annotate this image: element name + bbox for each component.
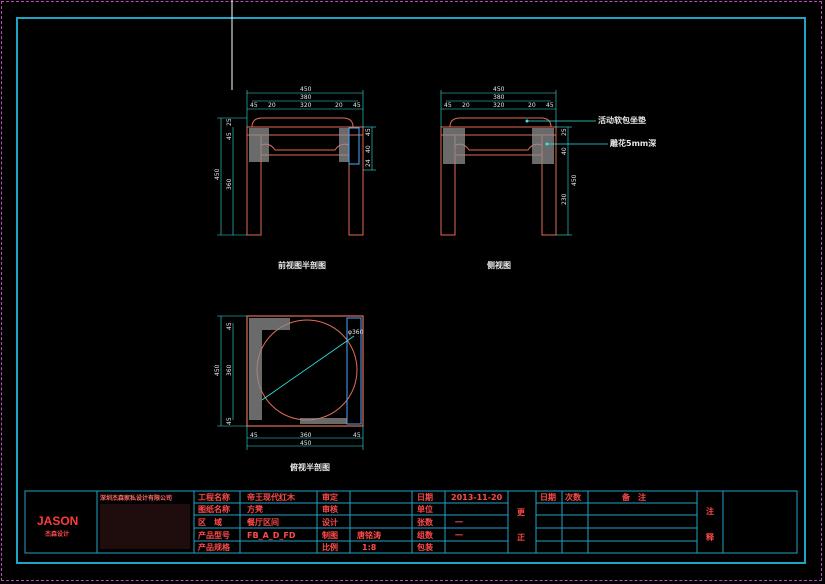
tb-pack-label: 包装 — [416, 542, 433, 552]
company-logo: JASON — [37, 514, 78, 528]
company-address-block — [100, 504, 190, 549]
tb-scale: 1:8 — [362, 543, 377, 552]
side-dim-top-6: 45 — [546, 102, 554, 109]
plan-dim-bottom-1: 360 — [300, 432, 312, 439]
front-dim-right-2: 24 — [365, 159, 372, 167]
plan-view-title: 俯视半剖图 — [290, 462, 330, 472]
tb-drawing-label: 制图 — [322, 530, 338, 540]
side-view: 450 380 45 20 320 20 45 25 450 230 40 活动… — [440, 86, 656, 270]
tb-note-2: 释 — [706, 532, 715, 542]
company-name: 深圳杰森家私设计有限公司 — [100, 494, 172, 502]
front-view-title: 前视图半剖图 — [278, 260, 326, 270]
tb-scale-label: 比例 — [322, 542, 338, 552]
front-dim-top-5: 20 — [335, 102, 343, 109]
side-dim-top-3: 20 — [462, 102, 470, 109]
plan-dim-bottom-0: 45 — [250, 432, 258, 439]
tb-area-label: 区 域 — [198, 517, 222, 527]
side-dim-right-0: 25 — [561, 128, 568, 136]
company-logo-sub: 杰森设计 — [45, 530, 69, 538]
plan-dim-left-0: 450 — [214, 364, 221, 376]
plan-dim-left-3: 45 — [226, 417, 233, 425]
tb-product-no: FB_A_D_FD — [247, 531, 296, 540]
tb-design-label: 设计 — [322, 517, 338, 527]
front-dim-left-1: 360 — [226, 178, 233, 190]
tb-drawing-name-label: 图纸名称 — [198, 504, 230, 514]
tb-revision-2: 正 — [517, 533, 525, 542]
front-dim-left-2: 450 — [214, 168, 221, 180]
tb-page-count-label: 张数 — [417, 517, 434, 527]
side-dim-top-1: 380 — [493, 94, 505, 101]
front-section-hatch — [249, 128, 269, 162]
front-dim-right-1: 40 — [365, 145, 372, 153]
side-callout-carving: 雕花5mm深 — [610, 138, 656, 148]
front-apron — [260, 143, 350, 151]
tb-project-name-label: 工程名称 — [198, 492, 230, 502]
front-dim-top-6: 45 — [353, 102, 361, 109]
front-dim-right-0: 45 — [365, 128, 372, 136]
front-dim-top-4: 320 — [300, 102, 312, 109]
front-view: 450 380 45 20 320 20 45 45 360 450 25 — [214, 86, 376, 270]
plan-dim-left-2: 45 — [226, 322, 233, 330]
plan-dim-left-1: 360 — [226, 364, 233, 376]
tb-area: 餐厅区间 — [246, 517, 279, 527]
front-dim-left-0: 45 — [226, 132, 233, 140]
drawing-frame — [16, 17, 806, 564]
plan-dim-bottom-3: 450 — [300, 440, 312, 447]
plan-diameter: φ360 — [348, 329, 364, 336]
front-dim-left-3: 25 — [226, 118, 233, 126]
side-dim-top-2: 45 — [444, 102, 452, 109]
front-dim-top-1: 380 — [300, 94, 312, 101]
tb-drawer: 唐铭涛 — [357, 530, 381, 540]
tb-group: 一 — [455, 531, 463, 540]
front-dim-top-0: 450 — [300, 86, 312, 93]
tb-page-count: 一 — [455, 518, 463, 527]
front-dim-top-2: 45 — [250, 102, 258, 109]
tb-unit-label: 单位 — [417, 504, 433, 514]
tb-approve-label: 审定 — [322, 492, 338, 502]
tb-note-1: 注 — [706, 506, 714, 516]
side-dim-top-5: 20 — [528, 102, 536, 109]
plan-view: φ360 450 360 45 45 45 360 45 450 俯视半剖图 — [214, 315, 364, 472]
front-seat-board — [246, 126, 364, 136]
tb-revision-1: 更 — [517, 507, 526, 517]
plan-dim-bottom-2: 45 — [353, 432, 361, 439]
tb-date: 2013-11-20 — [451, 493, 503, 502]
tb-product-spec-label: 产品规格 — [198, 542, 231, 552]
side-dim-right-1: 450 — [571, 174, 578, 186]
tb-remarks-label: 备 注 — [621, 492, 646, 502]
tb-check-label: 审核 — [322, 504, 338, 514]
title-block — [24, 490, 798, 554]
tb-rev-no-label: 次数 — [565, 492, 582, 502]
side-dim-top-0: 450 — [493, 86, 505, 93]
front-right-leg — [348, 134, 364, 236]
side-dim-right-2: 230 — [561, 193, 568, 205]
tb-project-name: 帝王现代红木 — [247, 492, 296, 502]
front-cushion — [251, 117, 354, 128]
tb-date-label: 日期 — [417, 492, 433, 502]
front-dim-top-3: 20 — [268, 102, 276, 109]
tb-rev-date-label: 日期 — [540, 492, 556, 502]
tb-product-no-label: 产品型号 — [198, 530, 230, 540]
side-dim-top-4: 320 — [493, 102, 505, 109]
side-dim-right-3: 40 — [561, 147, 568, 155]
side-callout-cushion: 活动软包坐垫 — [598, 115, 646, 125]
side-view-title: 侧视图 — [487, 260, 511, 270]
tb-drawing-name: 方凳 — [247, 504, 264, 514]
tb-group-label: 组数 — [417, 530, 434, 540]
